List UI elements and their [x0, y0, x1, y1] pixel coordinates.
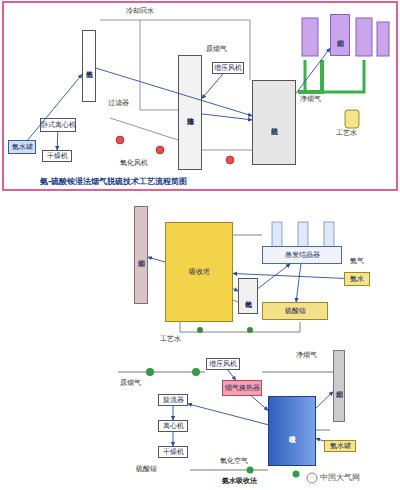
node-text: 氨水罐 [12, 144, 33, 151]
stream-label: 冷却回水 [126, 8, 154, 15]
fan-symbol [146, 368, 154, 376]
node-text: 旋流器 [163, 397, 184, 404]
node-text: 硫酸铵 [285, 308, 306, 315]
chimney-stack [302, 18, 318, 56]
stream-label: 原烟气 [120, 380, 141, 387]
equipment-box: 干燥机 [158, 446, 188, 458]
flue-duct [298, 60, 322, 92]
watermark: 中国大气网 [320, 474, 360, 482]
flow-connector [173, 432, 174, 446]
tower: 吸收塔 [165, 222, 233, 322]
node-text: 卧式离心机 [41, 122, 76, 129]
stream-label: 硫酸铵 [136, 466, 157, 473]
stream-label: 氧化空气 [220, 458, 248, 465]
chimney: 烟囱 [333, 350, 345, 422]
pump-symbol [156, 146, 164, 154]
flow-connector [316, 392, 333, 408]
heat-exchanger: 烟气换热器 [222, 380, 262, 396]
flow-connector [296, 264, 301, 302]
tower: 吸收塔 [268, 396, 316, 466]
pipe [100, 20, 250, 110]
fan-box: 增压风机 [212, 62, 244, 74]
node-text: 吸收塔 [189, 269, 210, 276]
node-text: 氨水罐 [330, 443, 351, 450]
flow-connector [173, 406, 174, 420]
pump-symbol [197, 327, 203, 333]
tower: 脱硫塔 [252, 80, 296, 165]
equipment-box: 卧式离心机 [40, 118, 76, 132]
water-tank [345, 110, 359, 128]
flow-connector [28, 74, 82, 140]
flow-connector [148, 257, 165, 262]
tower: 冷却洗涤塔 [178, 55, 202, 170]
flue-duct [305, 60, 364, 92]
tank: 氧化槽 [238, 278, 258, 314]
pump-symbol [293, 471, 300, 478]
node-text: 干燥机 [163, 449, 184, 456]
node-text: 增压风机 [209, 361, 237, 368]
node-text: 干燥机 [47, 153, 68, 160]
flow-connector [258, 264, 290, 288]
flow-connector [228, 370, 236, 380]
node-text: 蒸发结晶器 [285, 252, 320, 259]
node-text: 离心机 [163, 423, 184, 430]
stream-label: 氧化风机 [120, 160, 148, 167]
flow-connector [202, 74, 223, 98]
node-text: 烟气换热器 [225, 385, 260, 392]
crystallizer: 蒸发结晶器 [262, 246, 342, 264]
chimney: 烟囱 [330, 14, 350, 56]
node-text: 氨水 [350, 276, 364, 283]
stream-label: 氨气 [350, 258, 364, 265]
diagram-title: 氨-硫酸铵湿法烟气脱硫技术工艺流程简图 [40, 176, 187, 187]
chimney-stack [356, 18, 372, 56]
pump-symbol [226, 156, 234, 164]
tank: 氨水 [344, 272, 370, 286]
chimney-stack [377, 22, 389, 56]
flow-connector [57, 132, 59, 150]
equipment-box: 离心机 [158, 420, 188, 432]
diagram-caption: 氨水吸收法 [222, 476, 257, 486]
flow-connector [188, 404, 268, 425]
chimney: 烟囱 [134, 206, 148, 304]
stream-label: 工艺水 [160, 336, 181, 343]
stream-label: 工艺水 [336, 130, 357, 137]
tank: 氨水罐 [8, 140, 36, 154]
stream-label: 过滤器 [108, 100, 129, 107]
stream-label: 净烟气 [296, 352, 317, 359]
stream-label: 净烟气 [300, 96, 321, 103]
equipment-box: 干燥机 [42, 150, 72, 162]
flow-connector [316, 439, 324, 442]
panel-frame [3, 2, 397, 190]
flow-connector [251, 396, 268, 410]
fan-symbol [192, 368, 200, 376]
pump-symbol [116, 136, 124, 144]
flow-connector [96, 68, 252, 116]
tank: 氨水罐 [324, 440, 356, 452]
stream-label: 原烟气 [206, 46, 227, 53]
pump-symbol [247, 327, 253, 333]
flow-connector [202, 114, 252, 120]
watermark-logo [307, 473, 317, 483]
equipment-box: 旋流器 [158, 394, 188, 406]
pump-symbol [247, 467, 254, 474]
flow-connector [296, 48, 330, 93]
storage-box: 硫酸铵 [262, 302, 328, 320]
fan-box: 增压风机 [206, 358, 240, 370]
column: 蒸氨塔 [82, 30, 96, 102]
node-text: 增压风机 [214, 65, 242, 72]
